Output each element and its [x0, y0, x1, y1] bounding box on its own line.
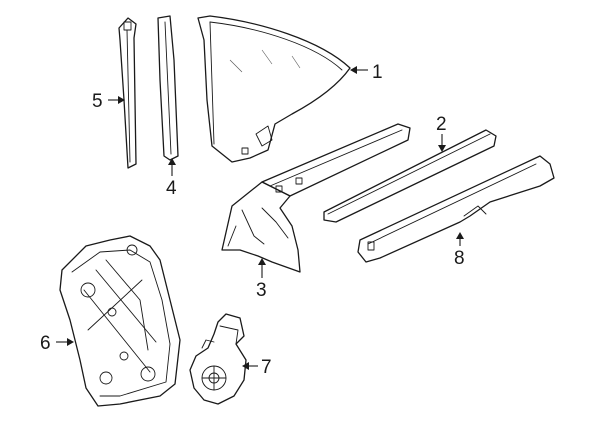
leader-4 [168, 158, 176, 176]
leader-2 [438, 134, 446, 152]
callout-3: 3 [256, 280, 267, 301]
leader-1 [350, 66, 368, 74]
part-4-run-channel[interactable] [157, 15, 179, 161]
leader-8 [456, 232, 464, 246]
leader-3 [258, 258, 266, 278]
callout-6: 6 [40, 333, 51, 354]
callout-2: 2 [436, 114, 447, 135]
leader-6 [56, 338, 74, 346]
part-5-weatherstrip[interactable] [118, 17, 137, 169]
part-7-window-motor[interactable] [189, 313, 247, 405]
part-3-rocker-panel[interactable] [221, 123, 411, 273]
callout-5: 5 [92, 91, 103, 112]
leader-7 [242, 362, 258, 370]
part-1-quarter-glass[interactable] [197, 15, 351, 163]
callout-7: 7 [261, 357, 272, 378]
part-6-window-regulator[interactable] [59, 235, 181, 407]
callout-1: 1 [372, 62, 383, 83]
part-8-sill-reinforcement[interactable] [357, 155, 555, 263]
callout-4: 4 [166, 178, 177, 199]
part-2-trim-molding[interactable] [323, 129, 497, 223]
callout-8: 8 [454, 248, 465, 269]
leader-5 [108, 96, 125, 104]
